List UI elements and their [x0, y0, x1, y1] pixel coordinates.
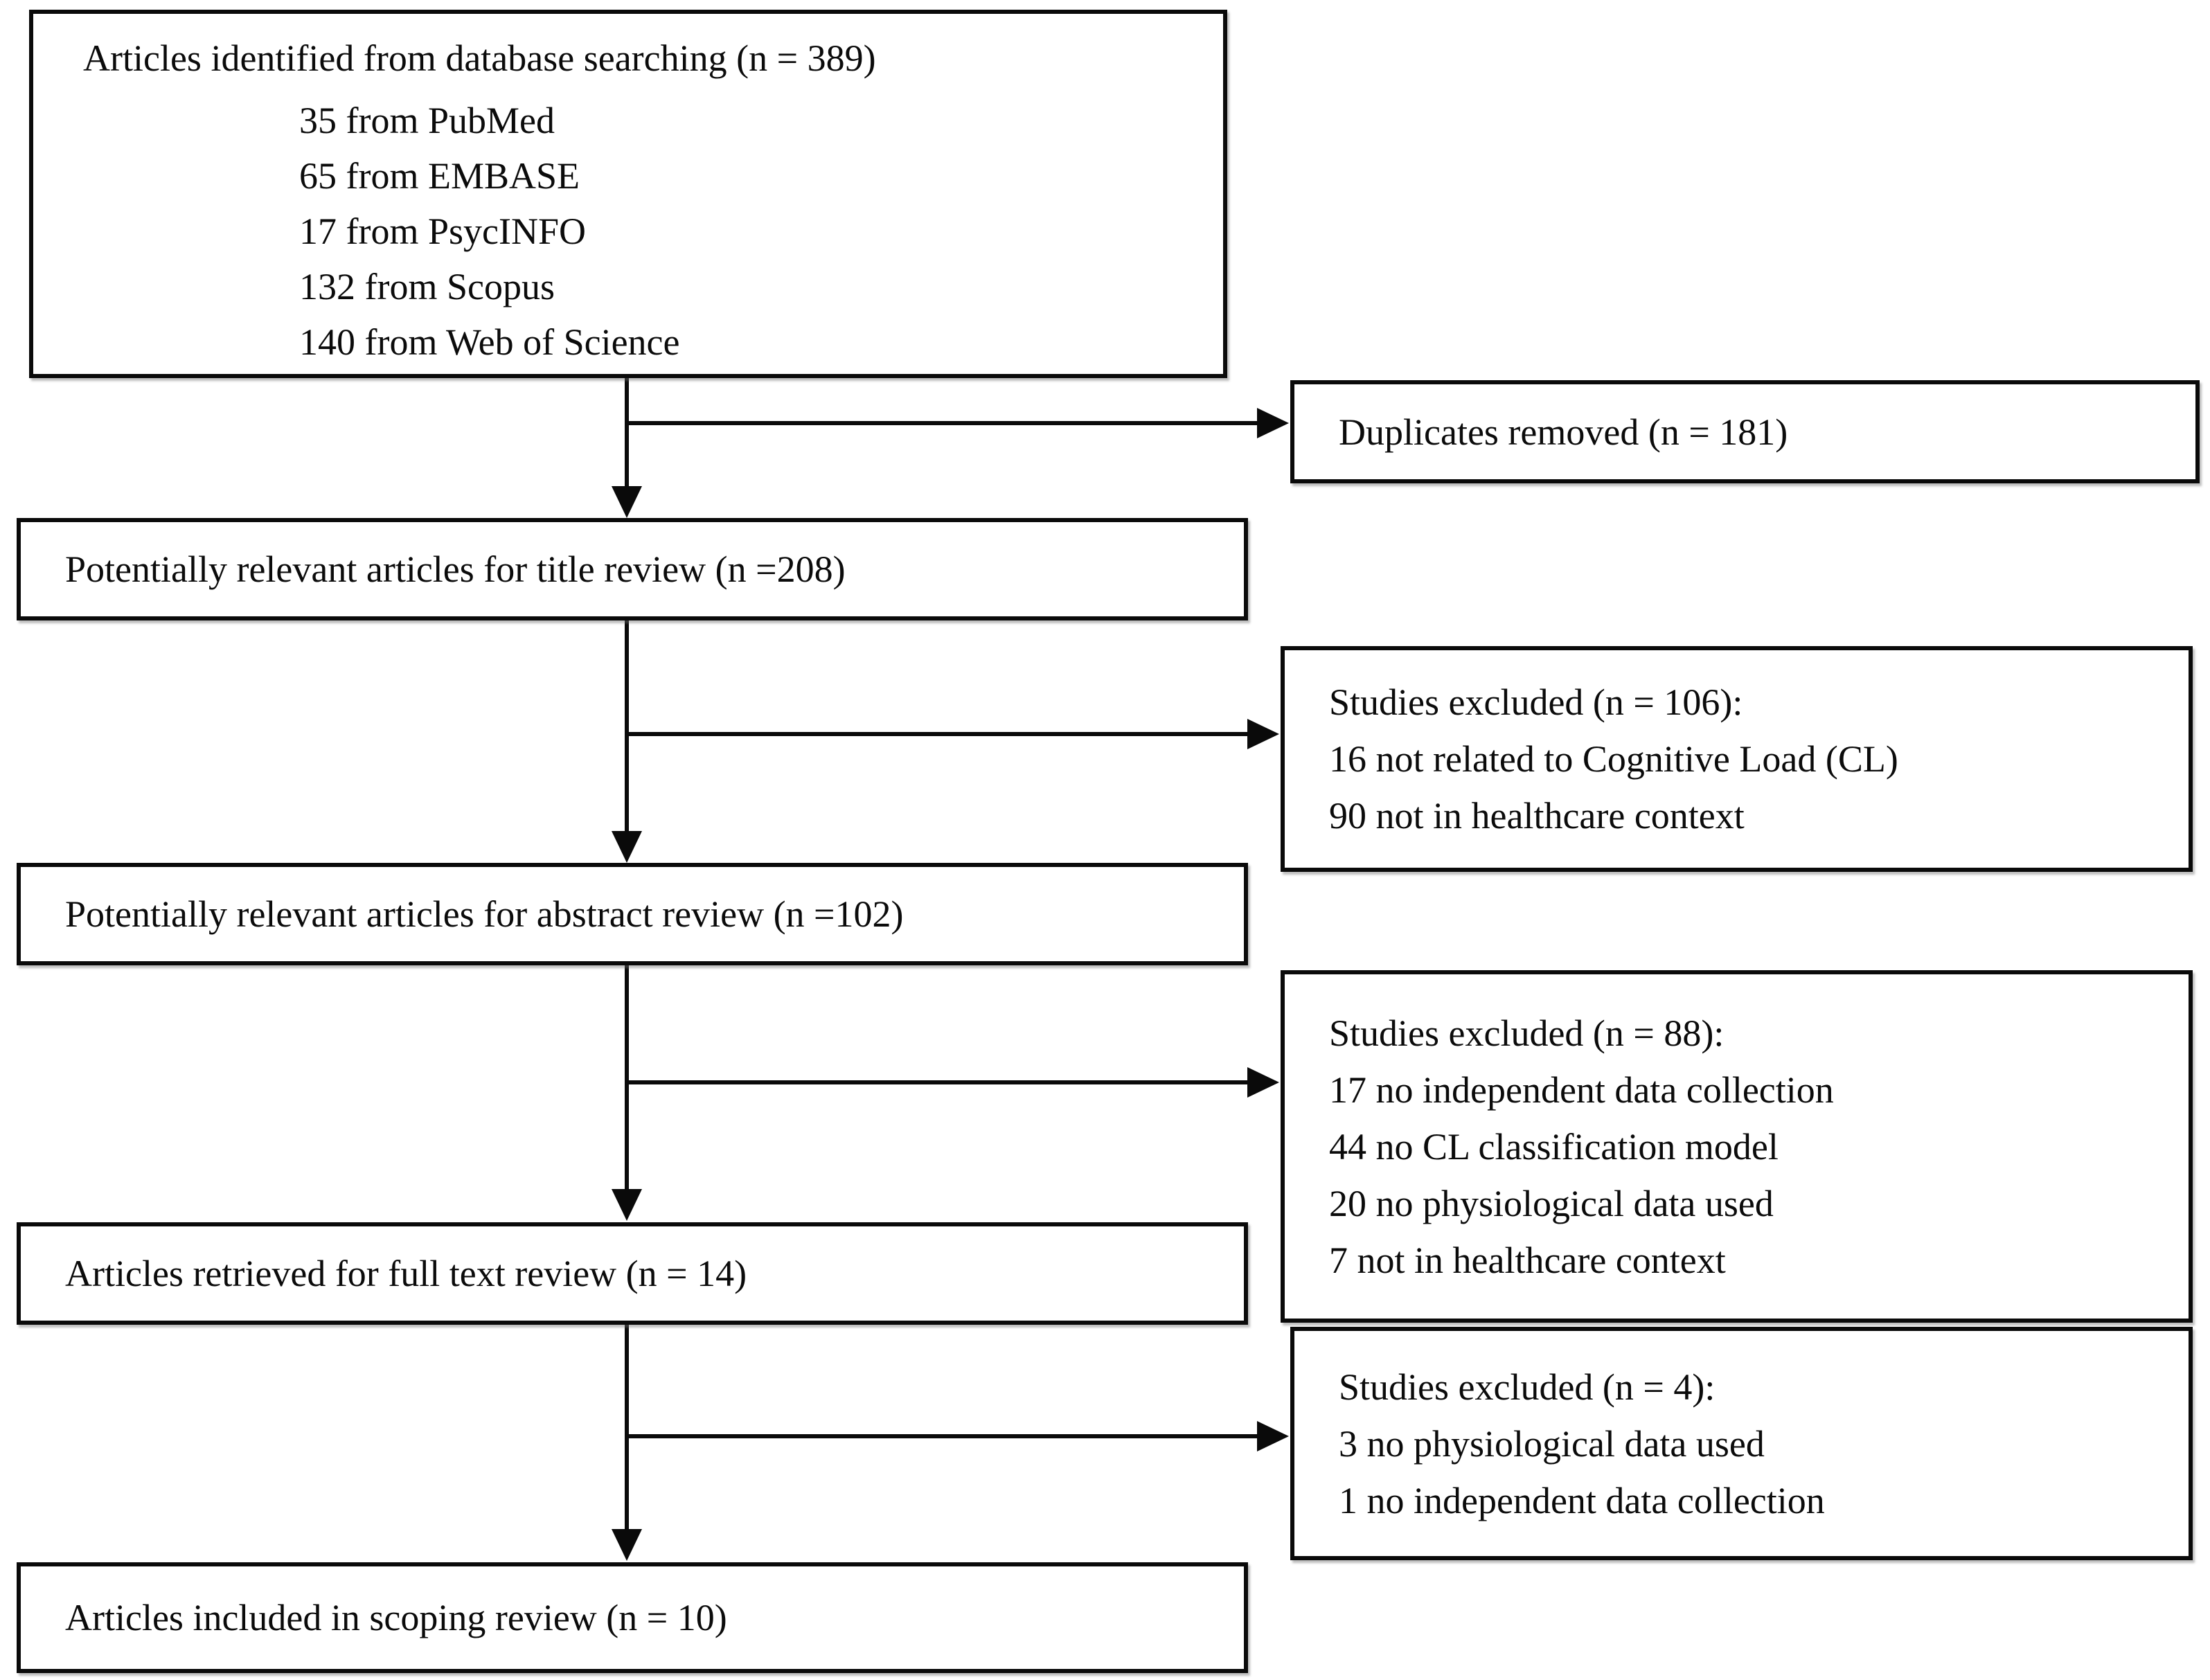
excluded-abstract-reason-1: 17 no independent data collection	[1329, 1069, 1834, 1111]
source-psycinfo: 17 from PsycINFO	[299, 211, 586, 252]
excluded-title-reason-1: 16 not related to Cognitive Load (CL)	[1329, 738, 1898, 780]
source-web-of-science: 140 from Web of Science	[299, 321, 680, 363]
arrow-to-duplicates	[627, 408, 1289, 438]
excluded-abstract-reason-4: 7 not in healthcare context	[1329, 1239, 1726, 1281]
identified-title: Articles identified from database search…	[83, 37, 876, 79]
excluded-fulltext-reason-2: 1 no independent data collection	[1339, 1479, 1825, 1521]
abstract-review-label: Potentially relevant articles for abstra…	[65, 893, 904, 935]
excluded-fulltext-heading: Studies excluded (n = 4):	[1339, 1366, 1716, 1408]
box-full-text-review: Articles retrieved for full text review …	[17, 1222, 1248, 1325]
box-excluded-after-title-review: Studies excluded (n = 106): 16 not relat…	[1281, 646, 2193, 872]
duplicates-label: Duplicates removed (n = 181)	[1339, 411, 1788, 453]
included-label: Articles included in scoping review (n =…	[65, 1597, 727, 1638]
source-scopus: 132 from Scopus	[299, 266, 555, 307]
box-included-in-review: Articles included in scoping review (n =…	[17, 1562, 1248, 1673]
arrow-abstract-to-fulltext	[612, 965, 642, 1221]
excluded-abstract-reason-2: 44 no CL classification model	[1329, 1125, 1779, 1168]
title-review-label: Potentially relevant articles for title …	[65, 548, 846, 590]
database-source-list: 35 from PubMed 65 from EMBASE 17 from Ps…	[299, 93, 1209, 370]
arrow-to-excluded-abstract	[627, 1067, 1279, 1098]
excluded-title-reason-2: 90 not in healthcare context	[1329, 795, 1745, 837]
excluded-fulltext-reason-1: 3 no physiological data used	[1339, 1422, 1765, 1465]
source-pubmed: 35 from PubMed	[299, 100, 555, 141]
box-excluded-after-abstract-review: Studies excluded (n = 88): 17 no indepen…	[1281, 970, 2193, 1323]
box-excluded-after-full-text-review: Studies excluded (n = 4): 3 no physiolog…	[1290, 1327, 2193, 1560]
excluded-title-heading: Studies excluded (n = 106):	[1329, 681, 1743, 723]
box-abstract-review: Potentially relevant articles for abstra…	[17, 863, 1248, 965]
full-text-review-label: Articles retrieved for full text review …	[65, 1253, 747, 1294]
arrow-to-excluded-title	[627, 719, 1279, 749]
excluded-abstract-reason-3: 20 no physiological data used	[1329, 1182, 1774, 1224]
source-embase: 65 from EMBASE	[299, 155, 580, 197]
arrow-title-to-abstract-review	[612, 620, 642, 863]
arrow-to-excluded-fulltext	[627, 1421, 1289, 1451]
box-title-review: Potentially relevant articles for title …	[17, 518, 1248, 620]
excluded-abstract-heading: Studies excluded (n = 88):	[1329, 1012, 1725, 1054]
arrow-fulltext-to-included	[612, 1324, 642, 1561]
box-duplicates-removed: Duplicates removed (n = 181)	[1290, 380, 2200, 483]
arrow-identified-to-title-review	[612, 377, 642, 518]
box-identified-records: Articles identified from database search…	[29, 10, 1227, 378]
